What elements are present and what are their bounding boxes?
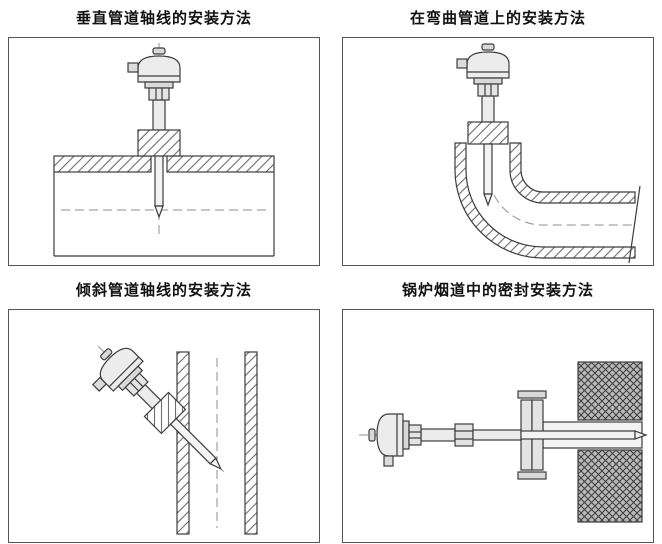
probe [154,155,164,207]
thermocouple-head-icon [127,47,181,101]
thermocouple-neck [420,428,456,442]
panel-title-inclined-pipe: 倾斜管道轴线的安装方法 [75,282,252,299]
threaded-fitting [467,121,509,145]
pipe-end-cut [628,185,641,264]
figure-inclined-pipe [81,336,258,535]
hex-nut [454,423,474,447]
elbow-pipe [454,142,641,264]
horizontal-pipe [53,155,275,257]
panel-boiler-flue: 锅炉烟道中的密封安装方法 [342,266,654,543]
bottom-row: 倾斜管道轴线的安装方法 [8,266,662,543]
pipe-wall-left [176,351,190,535]
thermocouple-neck [481,95,495,123]
probe-tip [483,193,493,207]
pipe-wall-left [53,155,152,173]
flue-wall [542,361,643,523]
thermocouple-head-icon [368,413,422,467]
panel-vertical-pipe: 垂直管道轴线的安装方法 [8,2,320,266]
thermocouple [456,43,510,207]
panel-inclined-pipe: 倾斜管道轴线的安装方法 [8,266,320,543]
thermocouple-neck [152,99,166,131]
flange-bolt-top [517,390,547,399]
thermocouple [127,43,181,236]
pipe-wall-right [244,351,258,535]
figure-boiler-flue [359,361,648,523]
probe [520,430,636,440]
figure-vertical-pipe [53,43,275,257]
panel-title-boiler-flue: 锅炉烟道中的密封安装方法 [401,282,594,299]
top-row: 垂直管道轴线的安装方法 [8,2,662,266]
figure-frame-boiler-flue [342,309,654,543]
pipe-wall-outer [454,142,636,259]
pipe-wall-inner [509,142,636,204]
flange-bolt-bottom [517,471,547,480]
panel-title-curved-pipe: 在弯曲管道上的安装方法 [409,10,586,27]
wall-upper-block [577,361,643,421]
pipe-wall-right [166,155,275,173]
thermocouple [81,336,228,476]
figure-frame-vertical-pipe [8,37,320,266]
figure-curved-pipe [454,43,641,264]
thermocouple-head-icon [456,43,510,97]
wall-lower-block [577,449,643,523]
threaded-fitting [137,129,181,157]
thermocouple [368,413,648,467]
extension-tube [472,429,522,441]
probe-tip [209,457,223,471]
probe-tip [154,205,164,219]
figure-frame-curved-pipe [342,37,654,266]
panel-curved-pipe: 在弯曲管道上的安装方法 [342,2,654,266]
figure-frame-inclined-pipe [8,309,320,543]
probe-tip [634,430,648,440]
panel-title-vertical-pipe: 垂直管道轴线的安装方法 [75,10,252,27]
probe [483,143,493,195]
